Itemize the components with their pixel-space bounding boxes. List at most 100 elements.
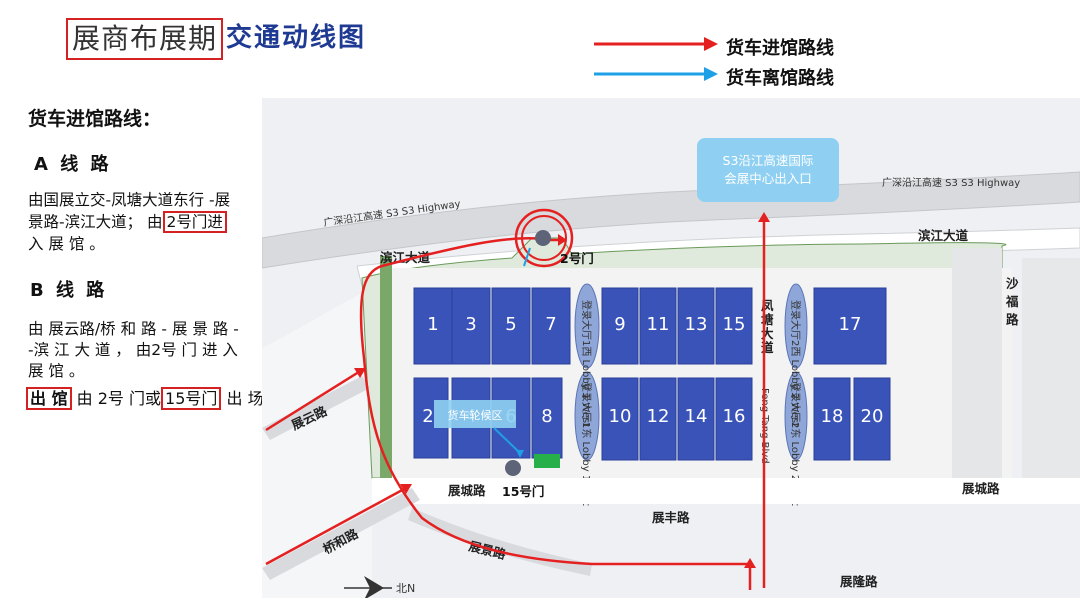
s3-entrance-box <box>697 138 839 202</box>
lobby-2-west <box>784 283 808 369</box>
zhancheng-label-left: 展城路 <box>448 483 486 498</box>
zhancheng-label-right: 展城路 <box>962 481 1000 496</box>
hall-9 <box>601 287 639 365</box>
exit-mid-text: 由 2号 门或 <box>71 389 162 408</box>
truck-waiting-label: 货车轮候区 <box>448 408 503 422</box>
gate-2-highlight-circle <box>514 208 574 268</box>
route-b-line-1: 由 展云路/桥 和 路 - 展 景 路 - <box>28 320 239 338</box>
venue-map-svg: 1 3 5 7 9 11 13 15 17 2 4 6 8 10 12 14 1… <box>262 98 1080 598</box>
page-title-boxed: 展商布展期 <box>66 18 224 60</box>
legend-entry-in: 货车进馆路线 <box>726 38 834 59</box>
legend-arrow-in-head <box>704 37 718 51</box>
lobby-2e-text: 登录大厅2东 Lobby 2 East <box>789 382 802 506</box>
route-a-line-3: 入 展 馆 。 <box>28 235 105 253</box>
hall-14-label: 14 <box>685 406 708 427</box>
halls-top <box>413 287 887 365</box>
shafu-road-1: 沙 <box>1006 276 1019 291</box>
hall-12 <box>639 377 677 461</box>
hall-11 <box>639 287 677 365</box>
north-compass: 北N <box>344 576 415 598</box>
hall-10 <box>601 377 639 461</box>
route-b-line-2: -滨 江 大 道 ， 由2号 门 进 入 <box>28 341 238 359</box>
hall-7-label: 7 <box>545 314 556 335</box>
legend-entry-out: 货车离馆路线 <box>726 68 834 89</box>
legend-arrows <box>594 37 718 81</box>
green-marker <box>534 454 560 468</box>
hall-16-label: 16 <box>723 406 746 427</box>
zhanfeng-label: 展丰路 <box>652 510 690 525</box>
lobby-2-east <box>784 371 808 461</box>
page-title-rest: 交通动线图 <box>226 23 367 53</box>
hall-7 <box>531 287 571 365</box>
hall-17 <box>813 287 887 365</box>
truck-entry-arrow-zhanyun <box>354 368 366 378</box>
highway-label-right: 广深沿江高速 S3 S3 Highway <box>882 176 1020 189</box>
route-a-line-2-text: 景路-滨江大道； 由 <box>28 213 163 231</box>
binjiang-label-left: 滨江大道 <box>380 250 431 265</box>
route-b-title: B 线 路 <box>30 280 108 301</box>
zhanlong-label: 展隆路 <box>840 574 878 589</box>
hall-18 <box>813 377 851 461</box>
truck-entry-route-zhanyun <box>265 368 363 432</box>
lobby-1-east <box>574 371 600 461</box>
hall-13-label: 13 <box>685 314 708 335</box>
shafu-road-2: 福 <box>1005 294 1019 309</box>
hall-11-label: 11 <box>647 314 670 335</box>
gate-2-exit-arrow <box>523 247 531 267</box>
right-plot <box>952 248 1002 478</box>
gate-15-exit-arrow <box>493 427 521 454</box>
hall-14 <box>677 377 715 461</box>
zhanyun-road-band <box>262 376 370 440</box>
hall-12-label: 12 <box>647 406 670 427</box>
truck-entry-route-qiaohe <box>265 486 407 566</box>
hall-8 <box>531 377 563 459</box>
hall-15 <box>715 287 753 365</box>
zhancheng-road-band <box>372 478 1080 504</box>
halls-top-labels: 1 3 5 7 9 11 13 15 17 <box>427 314 861 335</box>
gate-15-label: 15号门 <box>502 484 544 499</box>
binjiang-label-right: 滨江大道 <box>918 228 969 243</box>
hall-13 <box>677 287 715 365</box>
hall-16 <box>715 377 753 461</box>
route-a-line-1: 由国展立交-凤塘大道东行 -展 <box>28 191 231 209</box>
lobby-1w-text: 登录大厅1西 Lobby 1 West <box>580 300 593 427</box>
compass-label: 北N <box>396 582 415 595</box>
exit-bold-label: 出 馆 <box>26 387 72 410</box>
section-title: 货车进馆路线： <box>28 108 162 130</box>
s3-entrance-line-2: 会展中心出入口 <box>724 171 812 186</box>
venue-map: 1 3 5 7 9 11 13 15 17 2 4 6 8 10 12 14 1… <box>262 98 1080 598</box>
hall-3 <box>451 287 491 365</box>
truck-entry-arrow-bottom <box>744 558 756 568</box>
route-b-line-3: 展 馆 。 <box>28 362 85 380</box>
exit-gate-highlight: 15号门 <box>161 387 222 410</box>
hall-2-label: 2 <box>422 406 433 427</box>
gate-15-exit-arrow-head <box>516 450 524 458</box>
hall-1-label: 1 <box>427 314 438 335</box>
gate-2-highlight-circle-inner <box>521 215 567 261</box>
hall-3-label: 3 <box>465 314 476 335</box>
west-green-strip <box>380 256 392 478</box>
hall-5 <box>491 287 531 365</box>
truck-entry-arrow-top <box>558 234 567 246</box>
hall-15-label: 15 <box>723 314 746 335</box>
truck-entry-route-main <box>359 237 752 590</box>
lobby-1-west <box>574 283 600 369</box>
lobby-1e-text: 登录大厅1东 Lobby 1 East <box>580 382 593 506</box>
lobby-2w-text: 登录大厅2西 Lobby 2 West <box>789 300 802 427</box>
legend-arrow-out-head <box>704 67 718 81</box>
compass-arrow <box>364 576 384 598</box>
hall-18-label: 18 <box>821 406 844 427</box>
hall-10-label: 10 <box>609 406 632 427</box>
route-a-title: A 线 路 <box>34 154 112 175</box>
gate-2-pin <box>535 230 551 246</box>
hall-20-label: 20 <box>861 406 884 427</box>
route-a-gate-highlight: 2号门进 <box>162 211 227 233</box>
shafu-road-3: 路 <box>1006 312 1019 327</box>
hall-5-label: 5 <box>505 314 516 335</box>
hall-9-label: 9 <box>614 314 625 335</box>
gate-2-label: 2号门 <box>560 251 594 266</box>
hall-20 <box>853 377 891 461</box>
hall-17-label: 17 <box>839 314 862 335</box>
